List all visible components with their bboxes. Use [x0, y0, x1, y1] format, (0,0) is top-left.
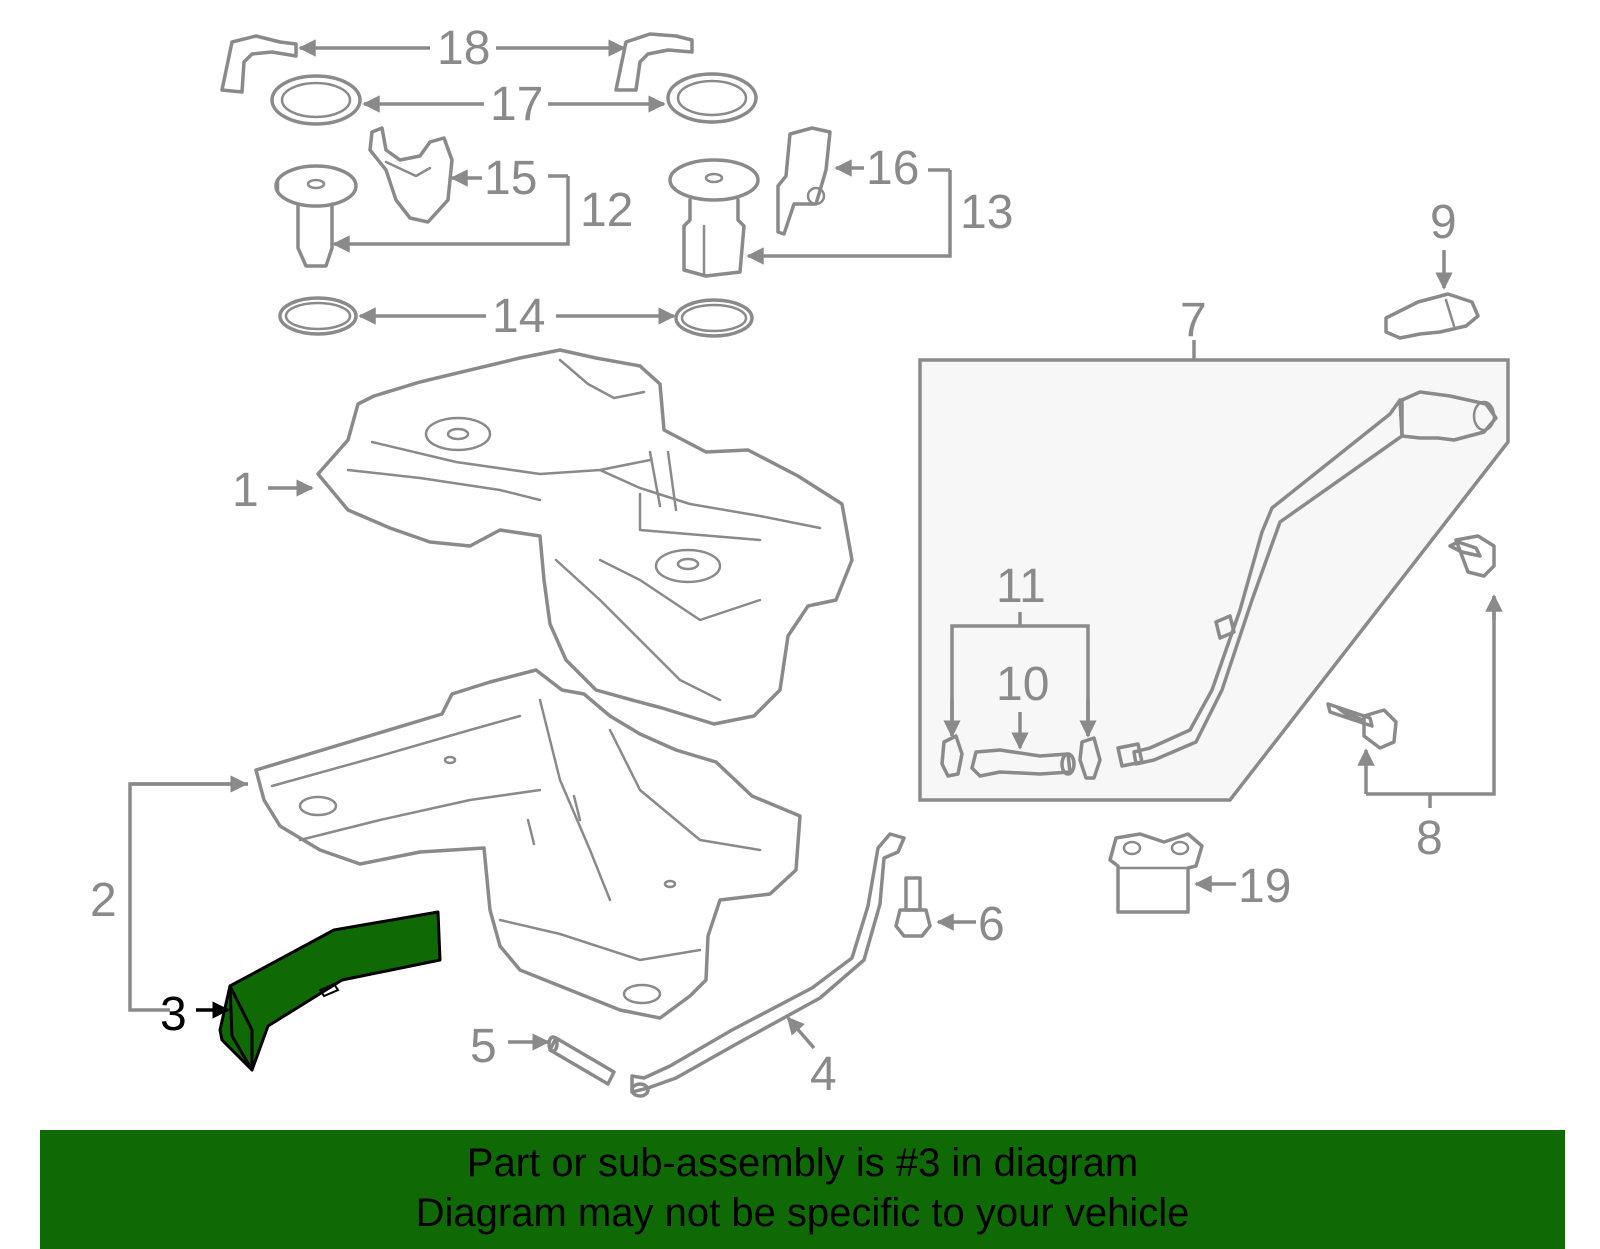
label-9: 9 — [1430, 196, 1457, 249]
label-1: 1 — [232, 464, 259, 517]
banner-line-1: Part or sub-assembly is #3 in diagram — [466, 1141, 1139, 1185]
part-6-bolt[interactable] — [894, 876, 932, 938]
label-11: 11 — [996, 560, 1046, 613]
part-14-seals[interactable] — [278, 296, 754, 338]
label-3: 3 — [160, 988, 187, 1041]
part-3-heat-shield[interactable] — [218, 910, 442, 1072]
label-8: 8 — [1416, 812, 1443, 865]
part-17-lock-rings[interactable] — [270, 72, 758, 126]
label-17: 17 — [490, 78, 543, 131]
label-12: 12 — [580, 184, 633, 237]
part-8-bolts[interactable] — [1326, 534, 1496, 750]
part-2-shield[interactable] — [254, 668, 802, 1020]
part-4-strap[interactable] — [630, 832, 906, 1098]
part-12-sender-unit[interactable] — [274, 164, 358, 268]
label-13: 13 — [960, 186, 1013, 239]
part-1-fuel-tank[interactable] — [316, 348, 854, 726]
label-6: 6 — [978, 898, 1005, 951]
part-5-pin[interactable] — [547, 1035, 616, 1086]
label-15: 15 — [484, 152, 537, 205]
part-13-pump-module[interactable] — [668, 158, 760, 278]
part-19-clip[interactable] — [1108, 832, 1204, 914]
part-18-brackets[interactable] — [220, 32, 694, 94]
label-10: 10 — [996, 658, 1049, 711]
label-16: 16 — [866, 142, 919, 195]
label-14: 14 — [492, 290, 545, 343]
label-18: 18 — [437, 22, 490, 75]
part-9-cap[interactable] — [1384, 292, 1480, 340]
part-16-bracket[interactable] — [776, 126, 832, 236]
label-7: 7 — [1180, 294, 1207, 347]
banner-line-2: Diagram may not be specific to your vehi… — [415, 1191, 1190, 1235]
label-4: 4 — [810, 1048, 837, 1101]
part-10-hose[interactable] — [970, 748, 1076, 778]
label-2: 2 — [90, 874, 117, 927]
info-banner: Part or sub-assembly is #3 in diagram Di… — [40, 1130, 1565, 1249]
label-19: 19 — [1238, 860, 1291, 913]
part-7-filler-pipe-assembly[interactable] — [918, 358, 1510, 802]
label-5: 5 — [470, 1020, 497, 1073]
part-15-bracket[interactable] — [368, 126, 454, 224]
